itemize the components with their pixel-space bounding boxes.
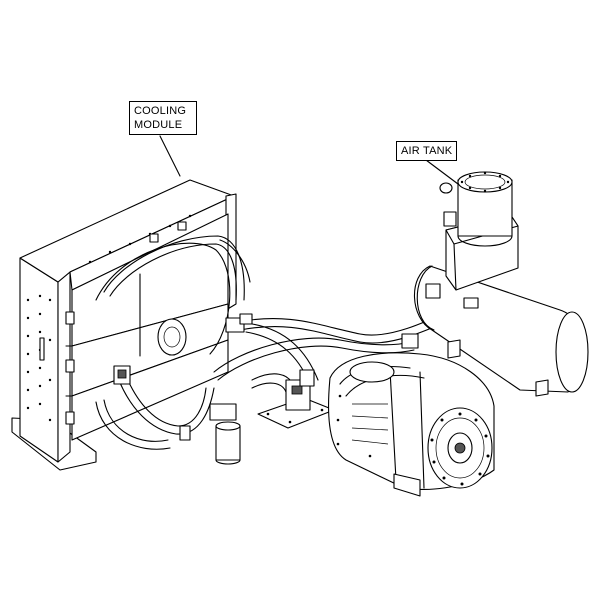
upper-hose (103, 235, 251, 301)
valve-plate (257, 369, 335, 429)
cooling-module-leader (159, 135, 181, 177)
cooling-module-label: COOLING MODULE (129, 101, 197, 135)
air-tank-leader (425, 159, 459, 185)
filter-canister (209, 403, 241, 465)
air-tank-label-text: AIR TANK (401, 145, 453, 157)
compressor (328, 352, 495, 497)
cooling-module-label-line2: MODULE (134, 119, 183, 131)
air-tank-label: AIR TANK (396, 141, 458, 161)
cooling-module (11, 179, 237, 471)
cooling-module-label-line1: COOLING (134, 105, 187, 117)
air-tank (413, 171, 589, 397)
